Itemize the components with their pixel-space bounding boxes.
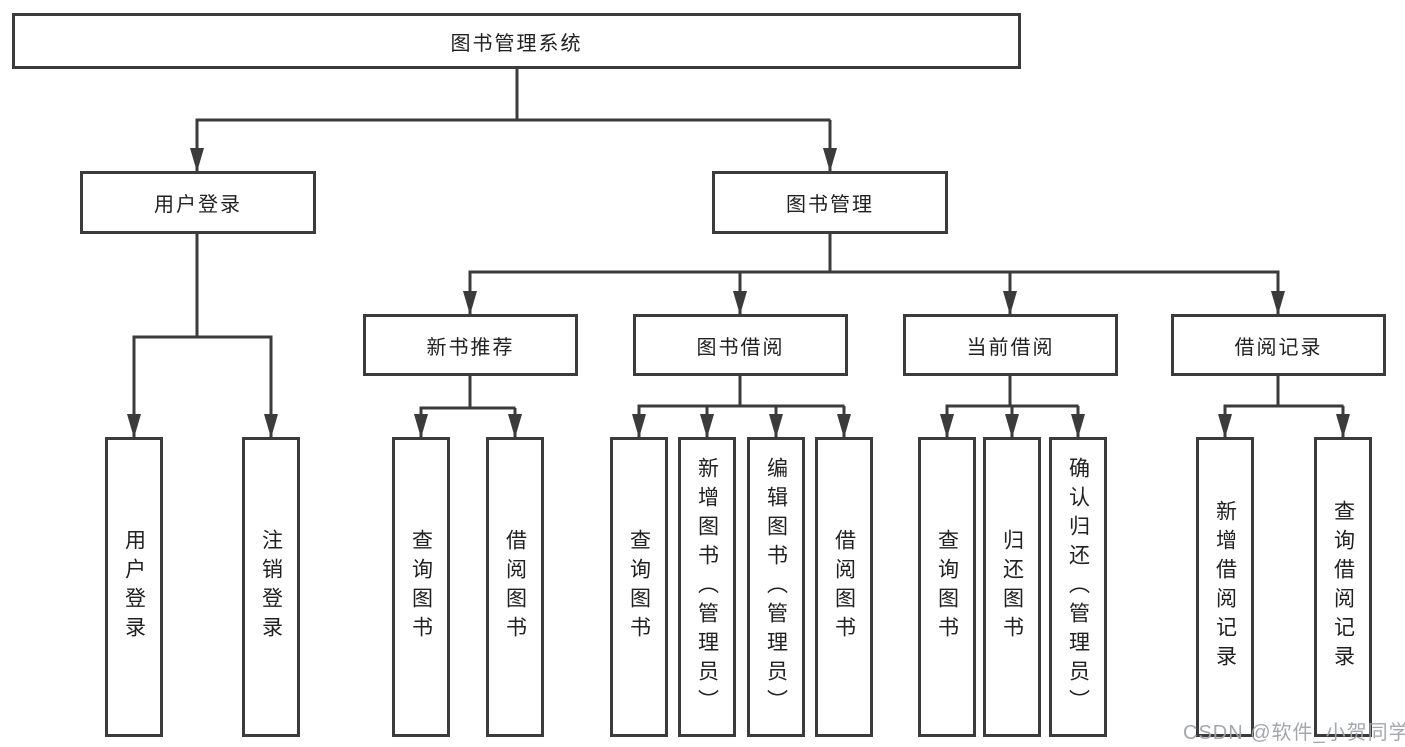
leaf-label: 注销登录: [259, 529, 283, 645]
node-current-borrowing: 当前借阅: [903, 314, 1118, 376]
node-borrowing-records: 借阅记录: [1171, 314, 1386, 376]
csdn-watermark: CSDN @软件_小贺同学: [1183, 722, 1405, 744]
node-label: 图书管理系统: [450, 32, 583, 55]
node-label: 当前借阅: [966, 336, 1055, 359]
node-book-management: 图书管理: [712, 171, 948, 234]
leaf-logout: 注销登录: [242, 437, 300, 737]
leaf-label: 查询借阅记录: [1331, 500, 1355, 674]
leaf-label: 归还图书: [1000, 529, 1024, 645]
leaf-label: 编辑图书（管理员）: [764, 456, 788, 718]
leaf-current-query-books: 查询图书: [918, 437, 976, 737]
leaf-user-login: 用户登录: [105, 437, 163, 737]
leaf-current-return-books: 归还图书: [983, 437, 1041, 737]
leaf-label: 用户登录: [122, 529, 146, 645]
leaf-label: 新增图书（管理员）: [695, 456, 719, 718]
leaf-records-add-record: 新增借阅记录: [1196, 437, 1254, 737]
leaf-label: 借阅图书: [832, 529, 856, 645]
node-label: 新书推荐: [426, 336, 515, 359]
node-user-login: 用户登录: [80, 171, 316, 234]
node-library-management-system: 图书管理系统: [12, 13, 1021, 69]
leaf-records-query-record: 查询借阅记录: [1314, 437, 1372, 737]
node-label: 图书借阅: [696, 336, 785, 359]
leaf-borrowing-edit-books-admin: 编辑图书（管理员）: [747, 437, 805, 737]
node-new-book-recommendation: 新书推荐: [363, 314, 578, 376]
leaf-label: 查询图书: [627, 529, 651, 645]
leaf-label: 新增借阅记录: [1213, 500, 1237, 674]
node-book-borrowing: 图书借阅: [633, 314, 848, 376]
node-label: 用户登录: [154, 194, 242, 216]
leaf-newbooks-query-books: 查询图书: [392, 437, 450, 737]
leaf-current-confirm-return-admin: 确认归还（管理员）: [1049, 437, 1107, 737]
leaf-label: 查询图书: [409, 529, 433, 645]
leaf-borrowing-borrow-books: 借阅图书: [815, 437, 873, 737]
node-label: 图书管理: [786, 194, 874, 216]
leaf-borrowing-add-books-admin: 新增图书（管理员）: [678, 437, 736, 737]
leaf-label: 借阅图书: [503, 529, 527, 645]
leaf-label: 确认归还（管理员）: [1066, 456, 1090, 718]
node-label: 借阅记录: [1234, 336, 1323, 359]
leaf-borrowing-query-books: 查询图书: [610, 437, 668, 737]
leaf-newbooks-borrow-books: 借阅图书: [486, 437, 544, 737]
leaf-label: 查询图书: [935, 529, 959, 645]
